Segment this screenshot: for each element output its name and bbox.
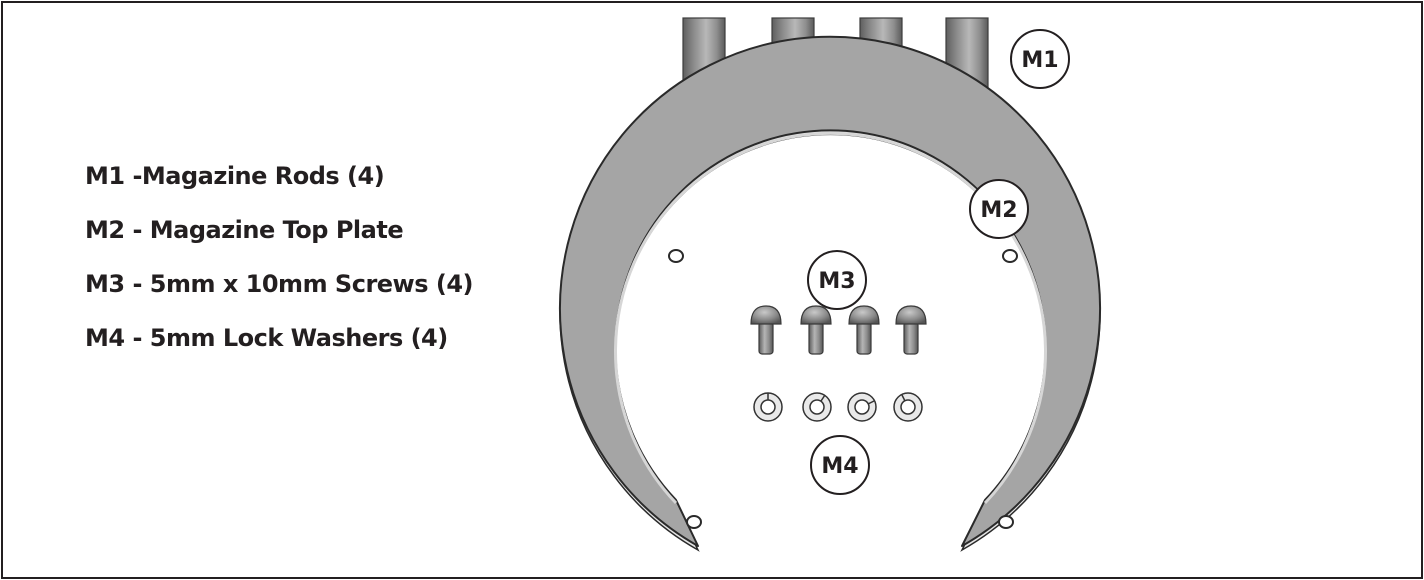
plate-hole — [668, 249, 684, 263]
parts-list: M1 -Magazine Rods (4) M2 - Magazine Top … — [85, 162, 474, 378]
screw — [895, 305, 927, 355]
callout-m1: M1 — [1010, 29, 1070, 89]
lock-washer — [893, 392, 923, 422]
plate-hole — [686, 515, 702, 529]
screw — [750, 305, 782, 355]
callout-m2: M2 — [969, 179, 1029, 239]
callout-m1-label: M1 — [1021, 48, 1058, 73]
lock-washers — [753, 392, 923, 422]
part-label-m1: M1 -Magazine Rods (4) — [85, 162, 385, 190]
callout-m3-label: M3 — [818, 269, 855, 294]
magazine-top-plate — [559, 35, 1101, 552]
lock-washer — [847, 392, 877, 422]
callout-m2-label: M2 — [980, 198, 1017, 223]
plate-hole — [1002, 249, 1018, 263]
callout-m4: M4 — [810, 435, 870, 495]
part-label-m3: M3 - 5mm x 10mm Screws (4) — [85, 270, 474, 298]
part-label-m4: M4 - 5mm Lock Washers (4) — [85, 324, 448, 352]
plate-hole — [998, 515, 1014, 529]
callout-m3: M3 — [807, 250, 867, 310]
lock-washer — [802, 392, 832, 422]
part-label-m2: M2 - Magazine Top Plate — [85, 216, 404, 244]
screws — [750, 305, 927, 355]
screw — [800, 305, 832, 355]
screw — [848, 305, 880, 355]
lock-washer — [753, 392, 783, 422]
callout-m4-label: M4 — [821, 454, 858, 479]
